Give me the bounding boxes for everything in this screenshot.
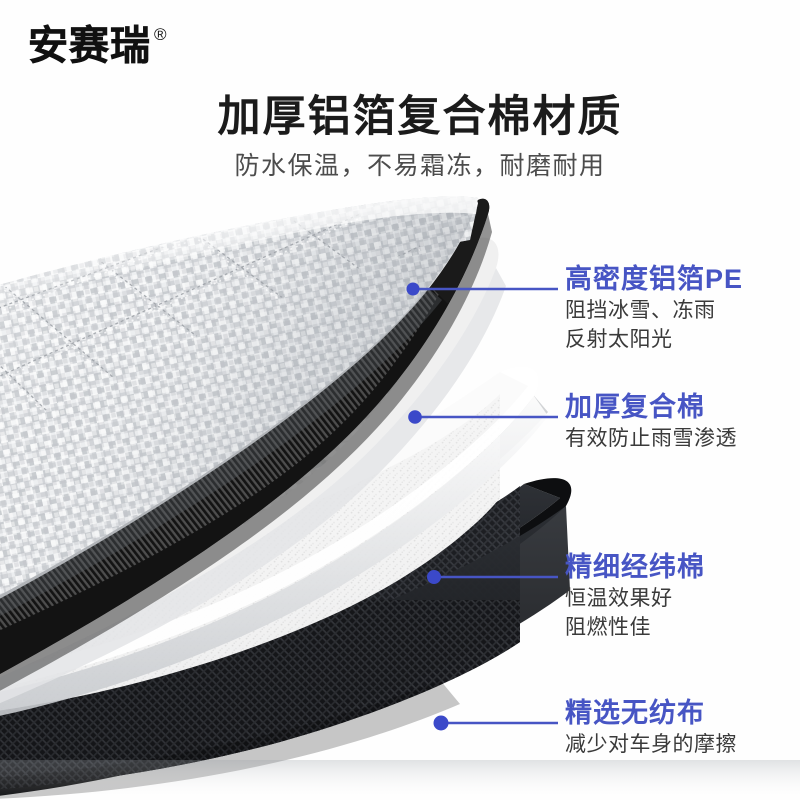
callout-title-2: 加厚复合棉 xyxy=(565,392,705,422)
layer-aluminium-foil xyxy=(0,196,478,616)
callout-desc-4-line-1: 减少对车身的摩擦 xyxy=(565,733,737,756)
brand-logo: 安赛瑞 ® xyxy=(28,23,167,69)
callout-desc-3-line-1: 恒温效果好 xyxy=(565,587,673,610)
callout-title-3: 精细经纬棉 xyxy=(565,552,705,582)
callout-desc-1-line-1: 阻挡冰雪、冻雨 xyxy=(565,299,716,322)
page-title: 加厚铝箔复合棉材质 xyxy=(217,93,623,141)
brand-name: 安赛瑞 xyxy=(28,23,151,69)
callout-thick-composite-cotton: 加厚复合棉 有效防止雨雪渗透 xyxy=(565,390,737,453)
callout-fine-warp-weft-cotton: 精细经纬棉 恒温效果好 阻燃性佳 xyxy=(565,550,705,642)
callout-desc-2-line-1: 有效防止雨雪渗透 xyxy=(565,427,737,450)
callout-desc-1-line-2: 反射太阳光 xyxy=(565,328,673,351)
registered-trademark-icon: ® xyxy=(154,25,167,44)
callout-title-1: 高密度铝箔PE xyxy=(565,264,744,294)
callout-desc-3-line-2: 阻燃性佳 xyxy=(565,616,651,639)
callout-selected-nonwoven-fabric: 精选无纺布 减少对车身的摩擦 xyxy=(565,696,737,759)
callout-title-4: 精选无纺布 xyxy=(565,698,705,728)
page-subtitle: 防水保温，不易霜冻，耐磨耐用 xyxy=(234,152,606,180)
callout-high-density-foil-pe: 高密度铝箔PE 阻挡冰雪、冻雨 反射太阳光 xyxy=(565,262,743,354)
